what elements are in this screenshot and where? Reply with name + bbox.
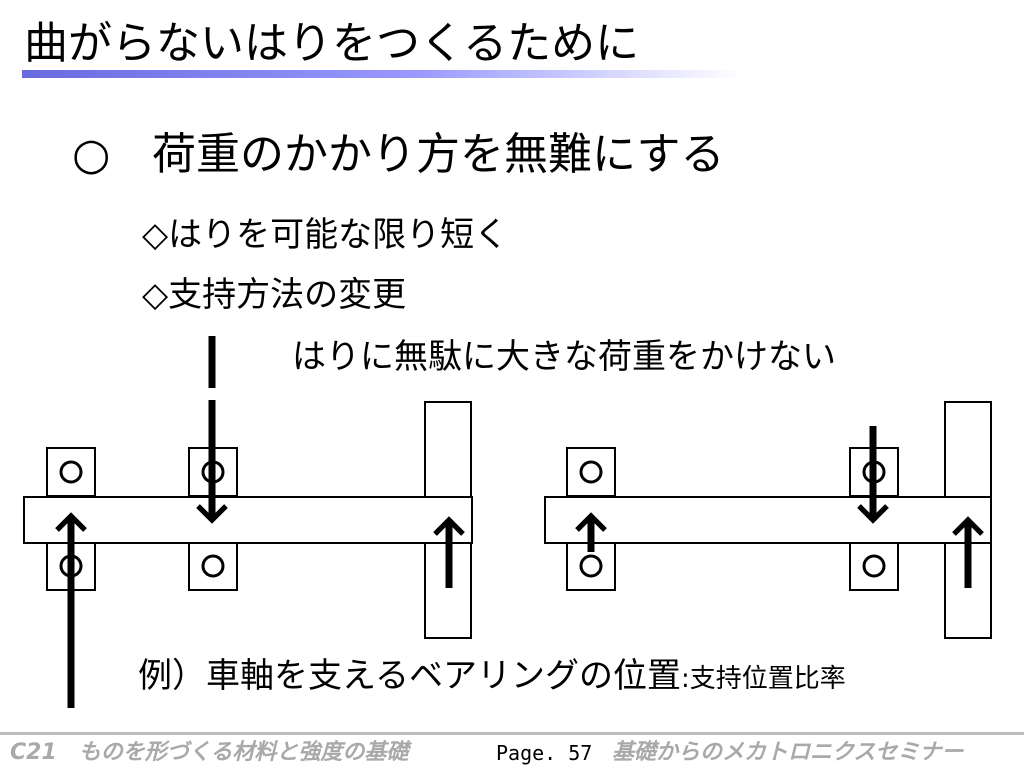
load-note: はりに無駄に大きな荷重をかけない [292,337,836,377]
right-configuration [544,401,992,639]
left-configuration [23,336,473,708]
bullet-shorten-beam: ◇はりを可能な限り短く [142,215,509,255]
bearing-hole [579,460,603,484]
bearing-hole [201,554,225,578]
title-underline [22,70,742,78]
bearing-block [849,541,899,591]
bearing-hole [59,460,83,484]
example-small-text: :支持位置比率 [680,664,846,694]
beam [23,496,473,544]
bearing-hole [579,554,603,578]
bullet-change-support: ◇支持方法の変更 [142,275,407,315]
bearing-block [188,541,238,591]
beam [544,496,992,544]
bearing-hole [862,554,886,578]
circle-bullet: ○ [72,129,111,180]
slide-heading: ○ 荷重のかかり方を無難にする [72,126,724,184]
example-caption: 例）車軸を支えるベアリングの位置:支持位置比率 [138,652,846,703]
example-main-text: 例）車軸を支えるベアリングの位置 [138,656,681,696]
footer-course-title: C21 ものを形づくる材料と強度の基礎 [10,740,409,765]
footer-page-number: Page. 57 [496,741,593,765]
slide-title: 曲がらないはりをつくるために [24,18,640,69]
footer-seminar-title: 基礎からのメカトロニクスセミナー [612,740,964,765]
heading-text: 荷重のかかり方を無難にする [152,129,725,180]
footer-divider [0,732,1024,735]
bearing-block [566,447,616,497]
bearing-block [46,447,96,497]
